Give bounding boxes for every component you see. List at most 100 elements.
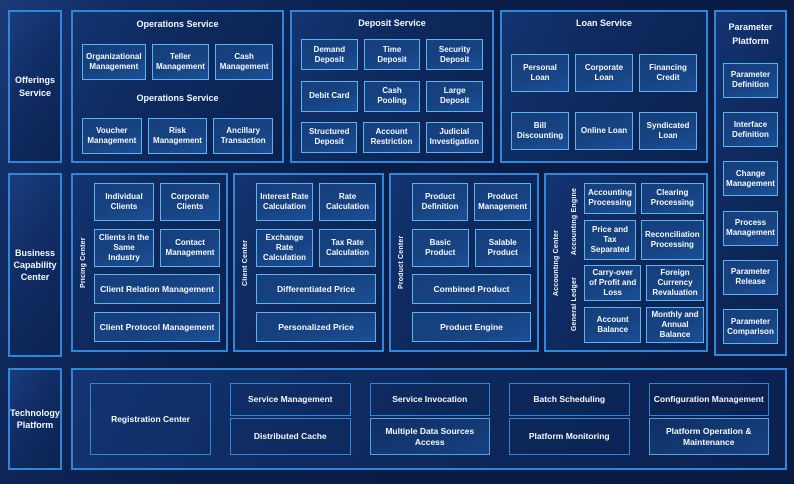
accounting-center-vertical-label: Accounting Center <box>553 229 560 296</box>
box-basic-product: Basic Product <box>412 228 469 267</box>
operations-row-2: Voucher Management Risk Management Ancil… <box>82 117 274 154</box>
loan-row-1: Personal Loan Corporate Loan Financing C… <box>511 54 697 93</box>
box-corporate-clients: Corporate Clients <box>160 183 220 221</box>
box-financing-credit: Financing Credit <box>639 54 697 93</box>
box-client-relation-management: Client Relation Management <box>94 274 220 305</box>
box-configuration-management: Configuration Management <box>648 383 769 416</box>
box-ancillary-transaction: Ancillary Transaction <box>213 117 274 154</box>
tech-column-2: Service Invocation Multiple Data Sources… <box>369 383 490 455</box>
box-product-engine: Product Engine <box>412 311 531 342</box>
panel-client-center: Client Center Interest Rate Calculation … <box>233 173 384 352</box>
deposit-row-1: Demand Deposit Time Deposit Security Dep… <box>301 39 484 71</box>
offerings-service-label: Offerings Service <box>14 75 55 98</box>
box-cash-management: Cash Management <box>215 43 273 80</box>
loan-service-title: Loan Service <box>575 18 633 28</box>
box-security-deposit: Security Deposit <box>426 39 484 71</box>
operations-row-1: Organizational Management Teller Managem… <box>82 43 273 80</box>
box-product-definition: Product Definition <box>412 183 469 221</box>
box-large-deposit: Large Deposit <box>426 80 484 112</box>
box-price-and-tax-separated: Price and Tax Separated <box>584 219 636 261</box>
panel-deposit-service: Deposit Service Demand Deposit Time Depo… <box>290 10 494 163</box>
sidebar-technology-platform: Technology Platform <box>8 368 62 470</box>
box-structured-deposit: Structured Deposit <box>301 121 358 153</box>
box-account-balance: Account Balance <box>584 306 642 343</box>
box-distributed-cache: Distributed Cache <box>230 418 351 455</box>
box-tax-rate-calculation: Tax Rate Calculation <box>319 228 376 267</box>
box-individual-clients: Individual Clients <box>94 183 154 221</box>
box-exchange-rate-calculation: Exchange Rate Calculation <box>256 228 313 267</box>
box-differentiated-price: Differentiated Price <box>256 274 376 305</box>
accounting-engine-vertical-label: Accounting Engine <box>571 187 578 256</box>
box-parameter-comparison: Parameter Comparison <box>723 309 778 344</box>
box-platform-operation-maintenance: Platform Operation & Maintenance <box>648 418 769 455</box>
product-center-content: Product Definition Product Management Ba… <box>412 183 531 342</box>
box-reconciliation-processing: Reconciliation Processing <box>641 219 704 261</box>
panel-technology-platform: Registration Center Service Management D… <box>71 368 787 470</box>
general-ledger-vertical-label: General Ledger <box>571 276 578 331</box>
box-corporate-loan: Corporate Loan <box>575 54 633 93</box>
box-demand-deposit: Demand Deposit <box>301 39 358 71</box>
client-center-content: Interest Rate Calculation Rate Calculati… <box>256 183 376 342</box>
box-monthly-annual-balance: Monthly and Annual Balance <box>646 306 704 343</box>
panel-accounting-center: Accounting Center Accounting Engine Acco… <box>544 173 708 352</box>
box-teller-management: Teller Management <box>151 43 210 80</box>
box-organizational-management: Organizational Management <box>82 43 146 80</box>
box-account-restriction: Account Restriction <box>363 121 420 153</box>
box-registration-center: Registration Center <box>90 383 211 455</box>
box-voucher-management: Voucher Management <box>82 117 142 154</box>
pricing-center-content: Individual Clients Corporate Clients Cli… <box>94 183 220 342</box>
box-accounting-processing: Accounting Processing <box>584 183 636 214</box>
panel-parameter-platform: Parameter Platform Parameter Definition … <box>714 10 787 356</box>
box-risk-management: Risk Management <box>147 117 208 154</box>
box-combined-product: Combined Product <box>412 274 531 305</box>
box-multiple-data-sources-access: Multiple Data Sources Access <box>369 418 490 455</box>
box-service-management: Service Management <box>230 383 351 416</box>
tech-column-1: Service Management Distributed Cache <box>230 383 351 455</box>
panel-product-center: Product Center Product Definition Produc… <box>389 173 539 352</box>
box-client-protocol-management: Client Protocol Management <box>94 311 220 342</box>
box-interface-definition: Interface Definition <box>723 112 778 148</box>
client-center-vertical-label: Client Center <box>242 239 249 286</box>
box-change-management: Change Management <box>723 161 778 197</box>
box-personal-loan: Personal Loan <box>511 54 569 93</box>
box-syndicated-loan: Syndicated Loan <box>639 111 697 150</box>
box-time-deposit: Time Deposit <box>363 39 421 71</box>
box-platform-monitoring: Platform Monitoring <box>509 418 630 455</box>
box-clients-same-industry: Clients in the Same Industry <box>94 228 154 267</box>
loan-row-2: Bill Discounting Online Loan Syndicated … <box>511 111 697 150</box>
product-center-vertical-label: Product Center <box>398 235 405 290</box>
box-product-management: Product Management <box>474 183 531 221</box>
box-batch-scheduling: Batch Scheduling <box>509 383 630 416</box>
technology-platform-label: Technology Platform <box>10 407 60 430</box>
box-salable-product: Salable Product <box>474 228 531 267</box>
box-online-loan: Online Loan <box>575 111 633 150</box>
operations-service-subtitle: Operations Service <box>136 93 219 104</box>
box-rate-calculation: Rate Calculation <box>319 183 376 221</box>
box-service-invocation: Service Invocation <box>369 383 490 416</box>
panel-operations-service: Operations Service Organizational Manage… <box>71 10 284 163</box>
panel-pricing-center: Pricing Center Individual Clients Corpor… <box>71 173 228 352</box>
sidebar-offerings-service: Offerings Service <box>8 10 62 163</box>
pricing-center-vertical-label: Pricing Center <box>80 237 87 288</box>
accounting-center-content: Accounting Engine Accounting Processing … <box>567 183 704 343</box>
box-parameter-definition: Parameter Definition <box>723 62 778 98</box>
sidebar-business-capability-center: Business Capability Center <box>8 173 62 357</box>
group-general-ledger: General Ledger Carry-over of Profit and … <box>567 264 704 343</box>
box-judicial-investigation: Judicial Investigation <box>425 121 483 153</box>
box-clearing-processing: Clearing Processing <box>641 183 704 214</box>
tech-column-3: Batch Scheduling Platform Monitoring <box>509 383 630 455</box>
deposit-row-3: Structured Deposit Account Restriction J… <box>301 121 483 153</box>
panel-loan-service: Loan Service Personal Loan Corporate Loa… <box>500 10 708 163</box>
box-personalized-price: Personalized Price <box>256 311 376 342</box>
box-debit-card: Debit Card <box>301 80 358 112</box>
box-cash-pooling: Cash Pooling <box>363 80 421 112</box>
operations-service-title: Operations Service <box>136 19 219 29</box>
box-carry-over-profit-loss: Carry-over of Profit and Loss <box>584 264 642 301</box>
box-parameter-release: Parameter Release <box>723 259 778 295</box>
tech-column-4: Configuration Management Platform Operat… <box>648 383 769 455</box>
group-accounting-engine: Accounting Engine Accounting Processing … <box>567 183 704 261</box>
deposit-service-title: Deposit Service <box>358 18 426 28</box>
box-interest-rate-calculation: Interest Rate Calculation <box>256 183 313 221</box>
box-foreign-currency-revaluation: Foreign Currency Revaluation <box>646 264 704 301</box>
